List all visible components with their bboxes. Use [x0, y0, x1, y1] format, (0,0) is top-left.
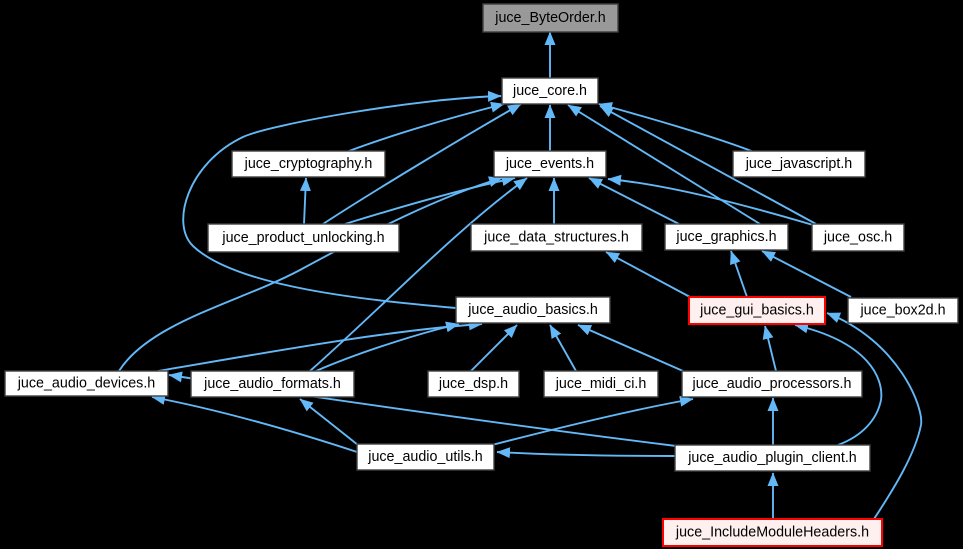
svg-text:juce_javascript.h: juce_javascript.h	[745, 156, 853, 172]
svg-text:juce_audio_basics.h: juce_audio_basics.h	[467, 302, 598, 318]
svg-text:juce_ByteOrder.h: juce_ByteOrder.h	[494, 10, 606, 26]
svg-text:juce_cryptography.h: juce_cryptography.h	[244, 156, 373, 172]
svg-text:juce_graphics.h: juce_graphics.h	[675, 229, 776, 245]
svg-text:juce_core.h: juce_core.h	[512, 83, 587, 99]
svg-text:juce_gui_basics.h: juce_gui_basics.h	[699, 303, 814, 319]
svg-text:juce_dsp.h: juce_dsp.h	[438, 376, 508, 392]
svg-text:juce_events.h: juce_events.h	[505, 156, 594, 172]
svg-text:juce_audio_utils.h: juce_audio_utils.h	[367, 449, 483, 465]
svg-text:juce_product_unlocking.h: juce_product_unlocking.h	[221, 230, 384, 246]
svg-text:juce_osc.h: juce_osc.h	[823, 230, 892, 246]
svg-text:juce_box2d.h: juce_box2d.h	[859, 303, 945, 319]
svg-text:juce_IncludeModuleHeaders.h: juce_IncludeModuleHeaders.h	[675, 525, 869, 541]
svg-text:juce_data_structures.h: juce_data_structures.h	[483, 230, 629, 246]
svg-text:juce_audio_devices.h: juce_audio_devices.h	[17, 376, 156, 392]
svg-text:juce_audio_formats.h: juce_audio_formats.h	[203, 376, 341, 392]
svg-text:juce_midi_ci.h: juce_midi_ci.h	[555, 376, 647, 392]
svg-text:juce_audio_processors.h: juce_audio_processors.h	[692, 376, 852, 392]
svg-text:juce_audio_plugin_client.h: juce_audio_plugin_client.h	[687, 450, 857, 466]
